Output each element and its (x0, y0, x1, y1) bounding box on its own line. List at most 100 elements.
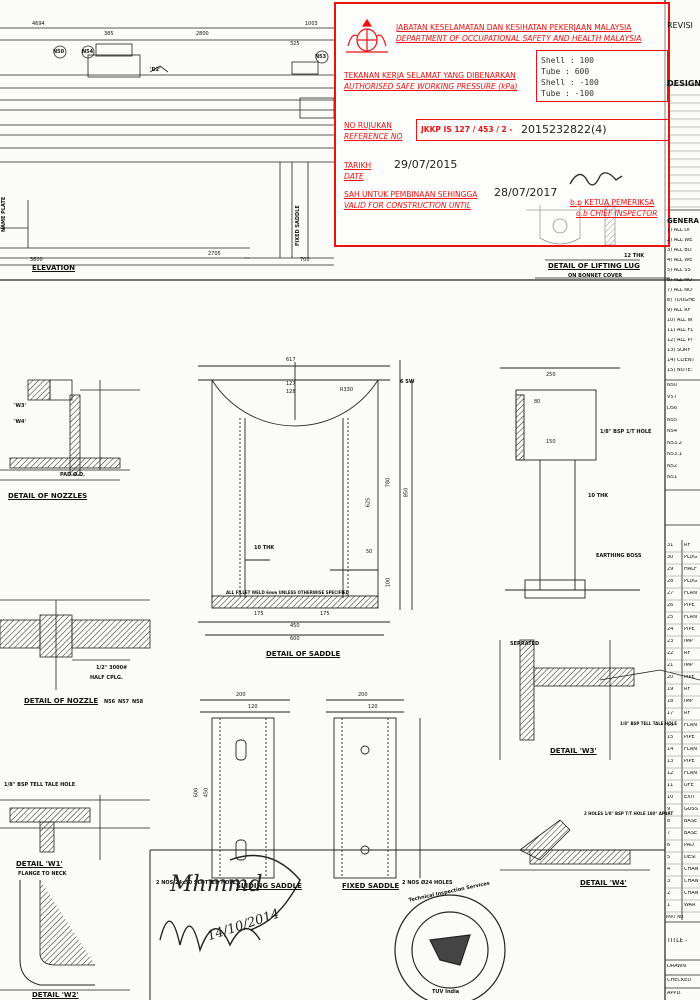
part-description: IMP (684, 639, 693, 644)
general-note: 6) ALL NO (667, 278, 692, 283)
pressure-value: Shell : 100 (541, 56, 594, 65)
part-number: 4 (667, 867, 671, 872)
part-number: 21 (667, 663, 674, 668)
part-description: RF (684, 651, 691, 656)
lug-hole: 1/8" BSP 1/T HOLE (600, 429, 652, 435)
part-description: PIPE (684, 735, 695, 740)
general-note: 4) ALL WE (667, 258, 693, 263)
general-note: 9) ALL RF (667, 308, 691, 313)
dim-label: 4694 (32, 21, 45, 27)
part-number: 8 (667, 819, 671, 824)
earthing-boss-label: EARTHING BOSS (596, 553, 642, 559)
part-description: FLAN (684, 591, 697, 596)
part-number: 23 (667, 639, 674, 644)
lug-dim: 150 (546, 439, 556, 445)
part-no-header: PART NO. (666, 915, 685, 919)
saddle-dim: 175 (254, 611, 264, 617)
part-number: 14 (667, 747, 674, 752)
drawn-label: DRAWN (667, 964, 686, 969)
part-description: PAD (684, 843, 694, 848)
saddle-dim: 850 (403, 487, 410, 498)
part-number: 31 (667, 543, 674, 548)
part-number: 22 (667, 651, 674, 656)
nozzle-tag: N50 (53, 49, 65, 55)
dim-label: 1003 (305, 21, 318, 27)
part-description: PIPE (684, 759, 695, 764)
malaysia-coat-of-arms-icon (346, 18, 388, 53)
design-header: DESIGN (667, 80, 700, 88)
nozzle-row: N54 (667, 429, 678, 434)
general-note: 3) ALL BO (667, 248, 692, 253)
reference-box: JKKP IS 127 / 453 / 2 - 2015232822(4) (416, 119, 670, 141)
half-coupling-label2: HALF CPLG. (90, 675, 123, 681)
pressure-value: Tube : -100 (541, 89, 594, 98)
saddle-dim: 100 (385, 577, 392, 588)
saddle-weld: 6 SW (400, 379, 415, 385)
dim-label: 2800 (196, 31, 209, 37)
saddle-dim: 128 (286, 389, 296, 395)
part-number: 1 (667, 903, 671, 908)
date-label-en: DATE (344, 172, 364, 181)
general-note: 5) ALL SS (667, 268, 691, 273)
revision-header: REVISI (667, 22, 693, 30)
part-number: 15 (667, 735, 674, 740)
part-number: 25 (667, 615, 674, 620)
nozzle-row: D56 (667, 406, 678, 411)
w4-ref: 'W4' (14, 419, 27, 425)
lug-thickness: 12 THK (624, 253, 645, 259)
dosh-approval-stamp: JABATAN KESELAMATAN DAN KESIHATAN PEKERJ… (334, 2, 670, 247)
part-description: IMP (684, 699, 693, 704)
name-plate-label: NAME PLATE (1, 196, 7, 232)
elevation-title: ELEVATION (32, 264, 76, 272)
w3-detail-title: DETAIL 'W3' (550, 747, 597, 755)
part-number: 18 (667, 699, 674, 704)
saddle-dim: 127 (286, 381, 296, 387)
nozzle-tag: N54 (82, 49, 94, 55)
lug-thk: 10 THK (588, 493, 609, 499)
part-number: 2 (667, 891, 671, 896)
nozzle-row: V57 (667, 394, 677, 400)
part-description: PLUG (684, 579, 698, 584)
w2-detail-title: DETAIL 'W2' (32, 991, 79, 999)
nozzle-row: N50 (667, 383, 678, 388)
part-number: 3 (667, 879, 671, 884)
reference-prefix: JKKP IS 127 / 453 / 2 - (421, 125, 513, 134)
nozzles-detail-title: DETAIL OF NOZZLES (8, 492, 88, 500)
part-number: 17 (667, 711, 674, 716)
pressure-label-ms: TEKANAN KERJA SELAMAT YANG DIBENARKAN (344, 71, 516, 80)
part-number: 30 (667, 555, 674, 560)
inspector-signature (569, 172, 623, 186)
part-description: IMP (684, 663, 693, 668)
part-number: 29 (667, 567, 674, 572)
part-number: 19 (667, 687, 674, 692)
saddle-plan-dim: 450 (203, 787, 210, 798)
inspector-label-en: o.b CHIEF INSPECTOR (576, 209, 658, 218)
agency-name-en: DEPARTMENT OF OCCUPATIONAL SAFETY AND HE… (396, 34, 642, 43)
lifting-lug-title: DETAIL OF LIFTING LUG (548, 262, 640, 270)
lifting-lug-subtitle: ON BONNET COVER (568, 273, 623, 279)
general-note: 2) ALL WE (667, 238, 693, 243)
saddle-dim: 175 (320, 611, 330, 617)
general-note: 8) TOUGHE (667, 298, 696, 303)
reference-label-ms: NO RUJUKAN (344, 121, 392, 130)
part-number: 26 (667, 603, 674, 608)
part-number: 5 (667, 855, 671, 860)
part-description: EXIT (684, 795, 696, 800)
date-label-ms: TARIKH (344, 161, 372, 170)
part-number: 10 (667, 795, 674, 800)
general-note: 10) ALL W (667, 318, 693, 323)
nozzle-tag: N53 (315, 54, 327, 60)
nozzle-row: N53.1 (667, 452, 682, 457)
general-header: GENERA (667, 218, 699, 225)
lug-dim: 80 (534, 399, 541, 405)
saddle-detail-title: DETAIL OF SADDLE (266, 650, 341, 658)
w1-tell-tale: 1/8" BSP TELL TALE HOLE (4, 782, 76, 788)
valid-until-value: 28/07/2017 (494, 186, 558, 199)
dim-label: 700 (300, 257, 310, 263)
part-description: UFE (684, 783, 694, 788)
w4-note: 2 HOLES 1/8" BSP T/T HOLE 180° APART (584, 811, 674, 816)
pad-od-label: PAD O.D. (60, 472, 86, 478)
nozzle-row: N55 (667, 417, 678, 423)
fixed-saddle-label: FIXED SADDLE (295, 205, 301, 246)
